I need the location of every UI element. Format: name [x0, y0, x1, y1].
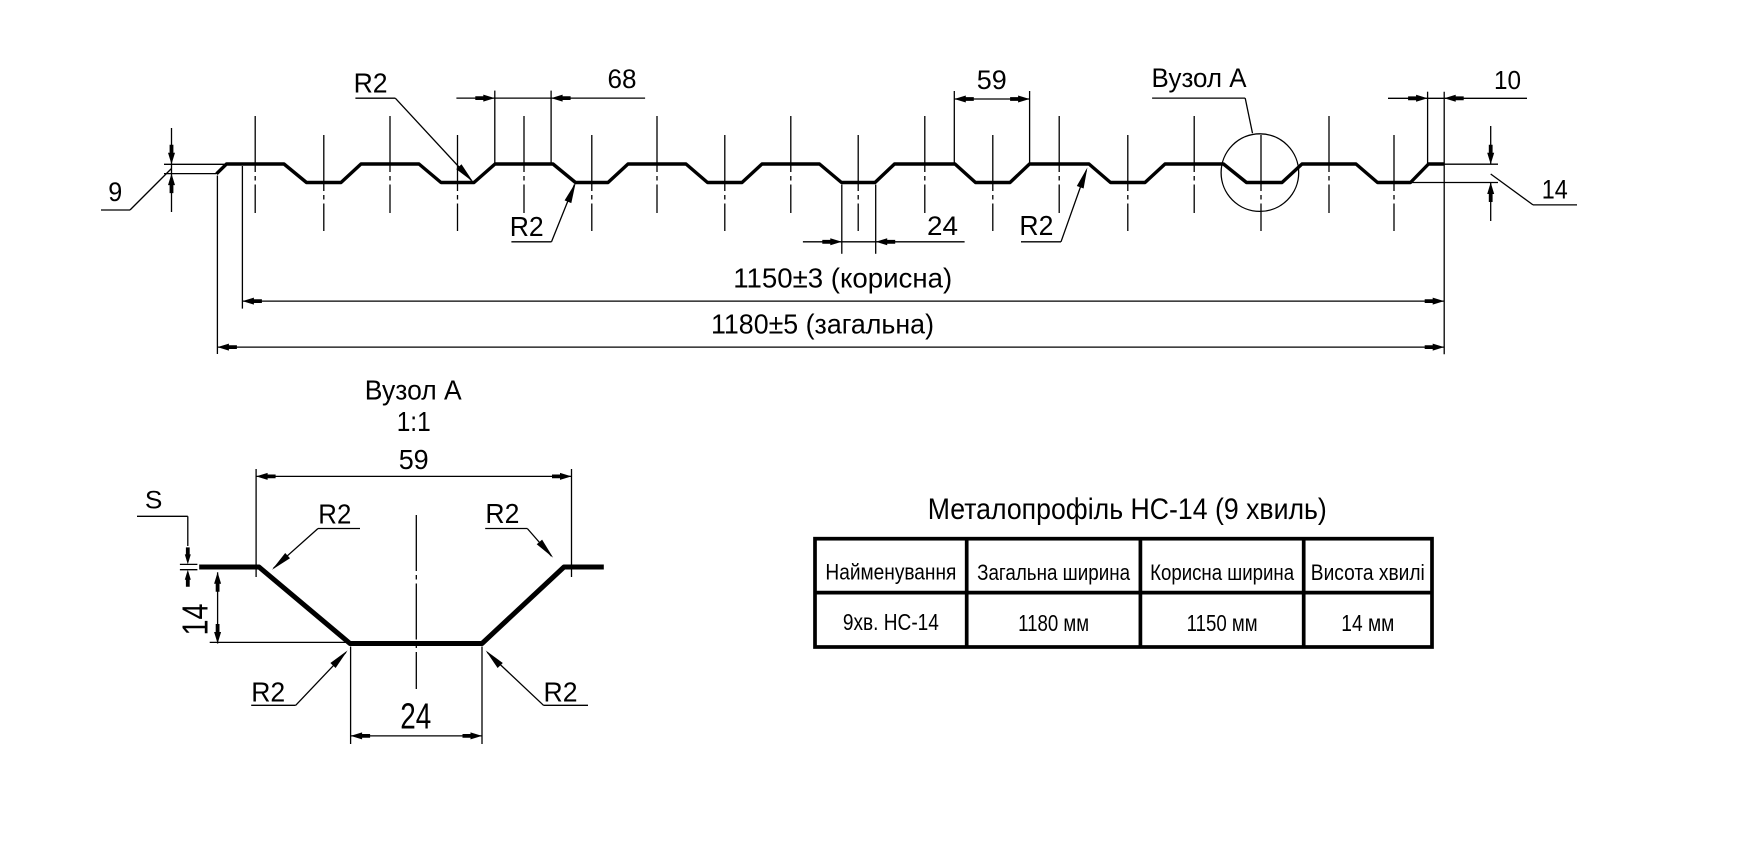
- svg-text:14: 14: [1542, 175, 1568, 205]
- svg-text:68: 68: [608, 64, 637, 94]
- svg-text:Вузол А: Вузол А: [1152, 63, 1247, 93]
- svg-text:Металопрофіль НС-14 (9 хвиль): Металопрофіль НС-14 (9 хвиль): [928, 493, 1327, 526]
- svg-text:1150 мм: 1150 мм: [1187, 610, 1258, 636]
- svg-text:24: 24: [400, 696, 431, 737]
- svg-text:R2: R2: [354, 68, 388, 99]
- svg-text:1180 мм: 1180 мм: [1018, 610, 1089, 636]
- svg-text:R2: R2: [510, 211, 544, 242]
- svg-text:24: 24: [927, 211, 958, 241]
- svg-text:Висота хвилі: Висота хвилі: [1311, 560, 1425, 585]
- svg-text:Загальна ширина: Загальна ширина: [977, 560, 1131, 585]
- svg-text:S: S: [145, 487, 163, 515]
- svg-text:59: 59: [977, 65, 1007, 95]
- svg-text:Корисна ширина: Корисна ширина: [1150, 560, 1295, 585]
- svg-text:Найменування: Найменування: [825, 560, 956, 585]
- svg-text:10: 10: [1494, 65, 1521, 95]
- svg-text:Вузол А: Вузол А: [365, 375, 462, 406]
- svg-text:14 мм: 14 мм: [1341, 610, 1394, 636]
- svg-text:1180±5 (загальна): 1180±5 (загальна): [711, 309, 934, 340]
- svg-text:R2: R2: [544, 677, 578, 708]
- svg-text:R2: R2: [485, 498, 519, 529]
- svg-text:R2: R2: [1019, 210, 1053, 241]
- svg-text:R2: R2: [318, 499, 351, 530]
- svg-text:14: 14: [175, 604, 216, 636]
- svg-text:59: 59: [399, 444, 429, 475]
- svg-text:R2: R2: [251, 677, 285, 708]
- svg-text:9: 9: [108, 177, 122, 207]
- svg-text:1150±3 (корисна): 1150±3 (корисна): [733, 263, 952, 294]
- svg-text:9хв. НС-14: 9хв. НС-14: [843, 609, 939, 635]
- svg-text:1:1: 1:1: [397, 406, 431, 437]
